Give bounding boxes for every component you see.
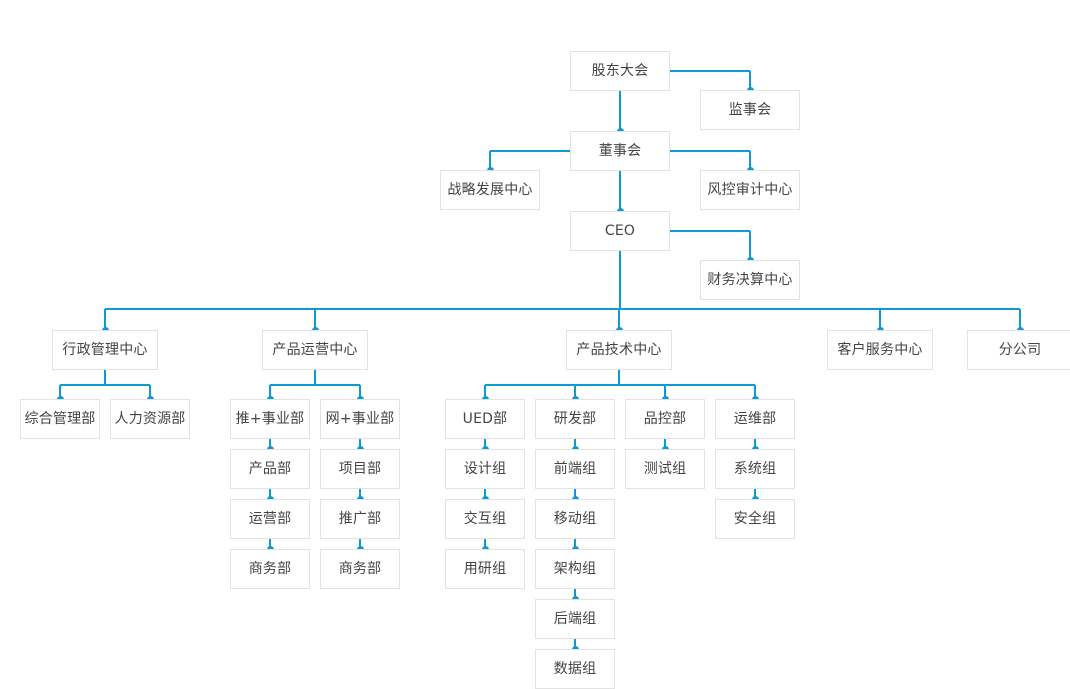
org-node-label: 推+事业部 (235, 410, 305, 427)
org-node-label: 前端组 (553, 460, 597, 477)
org-node-label: 运营部 (248, 510, 292, 527)
org-node-label: 推广部 (338, 510, 382, 527)
org-node-human-resources[interactable]: 人力资源部 (110, 399, 190, 439)
org-node-label: 系统组 (733, 460, 777, 477)
org-node-label: 网+事业部 (325, 410, 395, 427)
org-node-label: 交互组 (463, 510, 507, 527)
org-node-label: 测试组 (643, 460, 687, 477)
org-node-label: 设计组 (463, 460, 507, 477)
org-node-system-group[interactable]: 系统组 (715, 449, 795, 489)
org-node-data-group[interactable]: 数据组 (535, 649, 615, 689)
org-node-label: 架构组 (553, 560, 597, 577)
org-node-label: 产品运营中心 (272, 341, 358, 358)
org-node-label: 研发部 (553, 410, 597, 427)
org-node-label: 用研组 (463, 560, 507, 577)
org-node-label: 风控审计中心 (707, 181, 793, 198)
org-node-label: 数据组 (553, 660, 597, 677)
org-node-label: 分公司 (998, 341, 1042, 358)
org-node-strategy-center[interactable]: 战略发展中心 (440, 170, 540, 210)
org-node-product-dept[interactable]: 产品部 (230, 449, 310, 489)
org-node-operations-dept[interactable]: 运营部 (230, 499, 310, 539)
org-node-design-group[interactable]: 设计组 (445, 449, 525, 489)
org-node-mobile-group[interactable]: 移动组 (535, 499, 615, 539)
org-node-label: 董事会 (598, 142, 642, 159)
org-node-label: UED部 (462, 410, 508, 427)
org-node-branch-office[interactable]: 分公司 (967, 330, 1070, 370)
org-node-project-dept[interactable]: 项目部 (320, 449, 400, 489)
org-node-label: 战略发展中心 (447, 181, 533, 198)
org-node-ops-dept[interactable]: 运维部 (715, 399, 795, 439)
org-node-label: 产品部 (248, 460, 292, 477)
org-node-label: 财务决算中心 (707, 271, 793, 288)
org-node-tui-division[interactable]: 推+事业部 (230, 399, 310, 439)
org-node-label: 移动组 (553, 510, 597, 527)
org-node-label: CEO (604, 222, 636, 239)
org-node-shareholders[interactable]: 股东大会 (570, 51, 670, 91)
org-node-business-dept-2[interactable]: 商务部 (320, 549, 400, 589)
org-node-promotion-dept[interactable]: 推广部 (320, 499, 400, 539)
org-node-qc-dept[interactable]: 品控部 (625, 399, 705, 439)
org-node-interaction-group[interactable]: 交互组 (445, 499, 525, 539)
org-node-label: 产品技术中心 (576, 341, 662, 358)
org-node-board[interactable]: 董事会 (570, 131, 670, 171)
org-node-product-tech[interactable]: 产品技术中心 (566, 330, 672, 370)
org-node-label: 后端组 (553, 610, 597, 627)
org-node-rd-dept[interactable]: 研发部 (535, 399, 615, 439)
org-node-admin-center[interactable]: 行政管理中心 (52, 330, 158, 370)
org-node-security-group[interactable]: 安全组 (715, 499, 795, 539)
org-node-supervisors[interactable]: 监事会 (700, 90, 800, 130)
org-node-label: 项目部 (338, 460, 382, 477)
org-node-ued-dept[interactable]: UED部 (445, 399, 525, 439)
org-node-customer-service[interactable]: 客户服务中心 (827, 330, 933, 370)
org-node-label: 客户服务中心 (837, 341, 923, 358)
org-node-business-dept-1[interactable]: 商务部 (230, 549, 310, 589)
org-node-user-research[interactable]: 用研组 (445, 549, 525, 589)
org-node-product-ops[interactable]: 产品运营中心 (262, 330, 368, 370)
org-node-label: 商务部 (338, 560, 382, 577)
org-node-label: 行政管理中心 (62, 341, 148, 358)
org-node-general-admin[interactable]: 综合管理部 (20, 399, 100, 439)
org-node-label: 运维部 (733, 410, 777, 427)
org-node-label: 安全组 (733, 510, 777, 527)
org-node-label: 综合管理部 (24, 410, 96, 427)
org-node-label: 商务部 (248, 560, 292, 577)
org-node-architecture[interactable]: 架构组 (535, 549, 615, 589)
org-node-backend-group[interactable]: 后端组 (535, 599, 615, 639)
org-node-label: 监事会 (728, 101, 772, 118)
org-node-label: 股东大会 (591, 62, 649, 79)
org-node-frontend-group[interactable]: 前端组 (535, 449, 615, 489)
org-node-wang-division[interactable]: 网+事业部 (320, 399, 400, 439)
org-node-ceo[interactable]: CEO (570, 211, 670, 251)
org-node-finance-center[interactable]: 财务决算中心 (700, 260, 800, 300)
org-node-label: 人力资源部 (114, 410, 186, 427)
org-node-label: 品控部 (643, 410, 687, 427)
org-node-test-group[interactable]: 测试组 (625, 449, 705, 489)
org-node-risk-audit-center[interactable]: 风控审计中心 (700, 170, 800, 210)
